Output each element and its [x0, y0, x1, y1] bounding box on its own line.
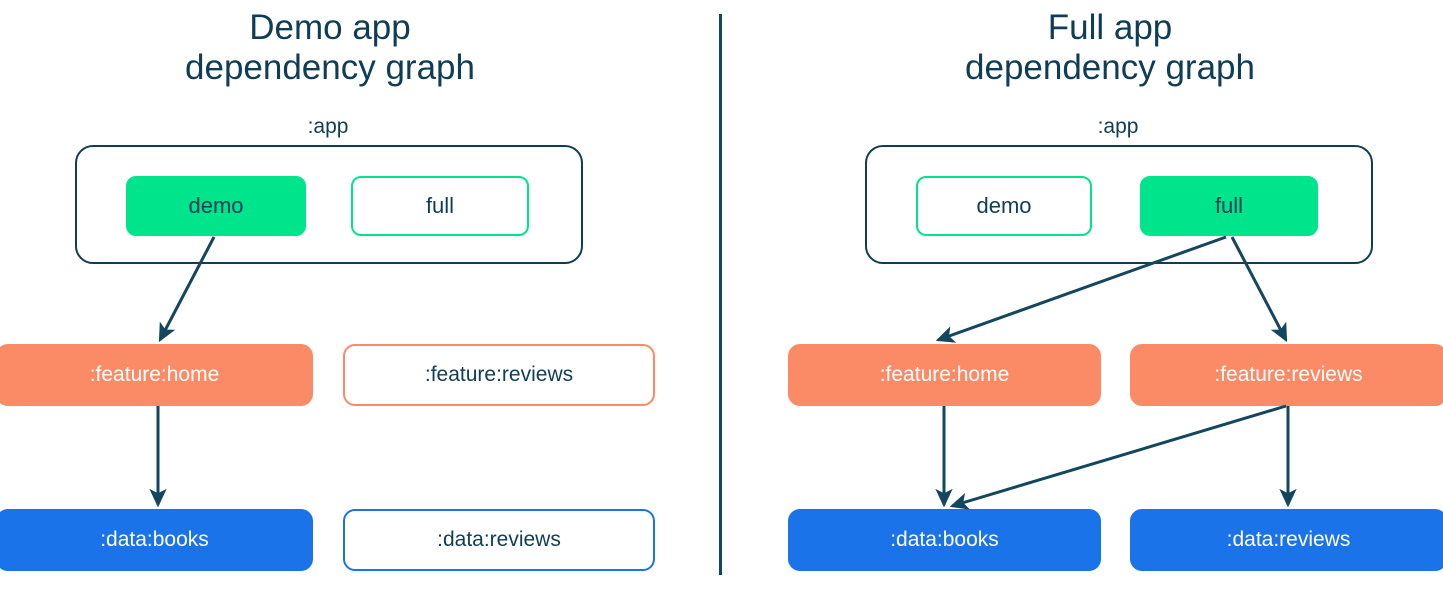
panel-divider	[719, 14, 722, 575]
node-feature-home-right[interactable]: :feature:home	[788, 344, 1101, 406]
app-group-container-left	[75, 145, 583, 264]
node-data-reviews-right[interactable]: :data:reviews	[1130, 509, 1443, 571]
panel-title-right: Full app dependency graph	[965, 8, 1255, 87]
node-full-right[interactable]: full	[1140, 176, 1318, 236]
group-label-app-left: :app	[307, 115, 349, 138]
group-label-app-right: :app	[1097, 115, 1139, 138]
node-demo-left[interactable]: demo	[126, 176, 306, 236]
node-data-books-left[interactable]: :data:books	[0, 509, 313, 571]
edge-feature-reviews-to-data-books-right	[949, 404, 1287, 510]
node-feature-home-left[interactable]: :feature:home	[0, 344, 313, 406]
node-full-left[interactable]: full	[351, 176, 529, 236]
panel-title-left: Demo app dependency graph	[185, 8, 475, 87]
node-data-reviews-left[interactable]: :data:reviews	[343, 509, 655, 571]
node-demo-right[interactable]: demo	[916, 176, 1092, 236]
node-feature-reviews-left[interactable]: :feature:reviews	[343, 344, 655, 406]
node-feature-reviews-right[interactable]: :feature:reviews	[1130, 344, 1443, 406]
node-data-books-right[interactable]: :data:books	[788, 509, 1101, 571]
